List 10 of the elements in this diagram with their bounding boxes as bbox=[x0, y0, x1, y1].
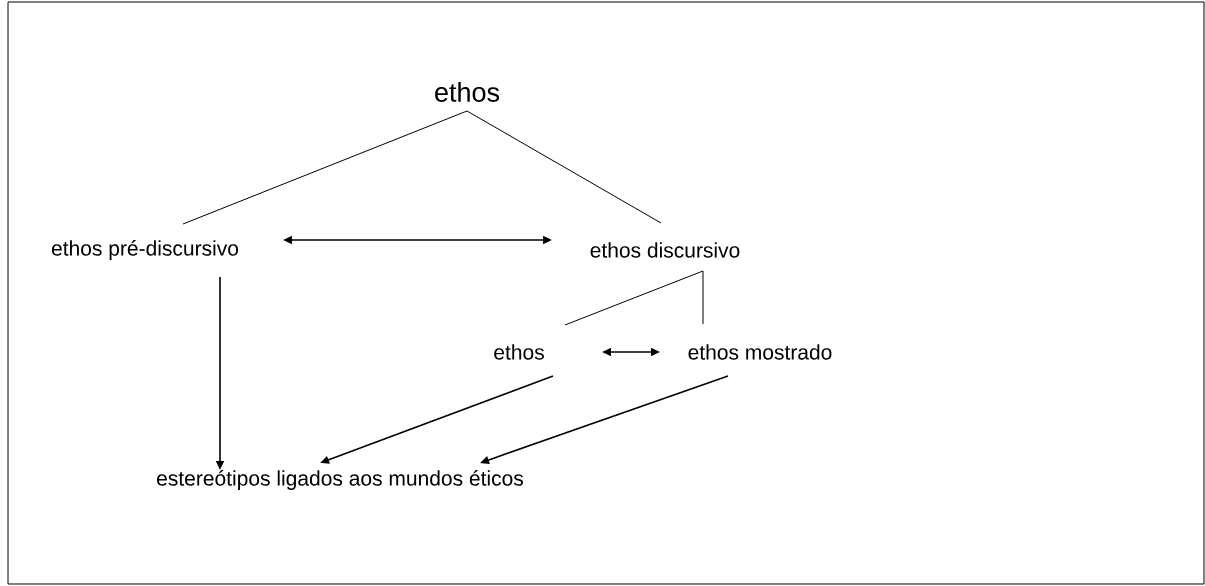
node-label: ethos bbox=[435, 82, 500, 102]
node-label: ethos bbox=[494, 344, 544, 360]
connector-line bbox=[702, 270, 704, 325]
node-label: ethos pré-discursivo bbox=[51, 240, 239, 260]
node-label: ethos mostrado bbox=[688, 344, 832, 360]
node-label: ethos discursivo bbox=[590, 242, 740, 258]
connector-line bbox=[182, 110, 468, 225]
node-label: estereótipos ligados aos mundos éticos bbox=[157, 470, 524, 490]
connector-line bbox=[564, 270, 704, 326]
connector-line bbox=[466, 110, 662, 224]
